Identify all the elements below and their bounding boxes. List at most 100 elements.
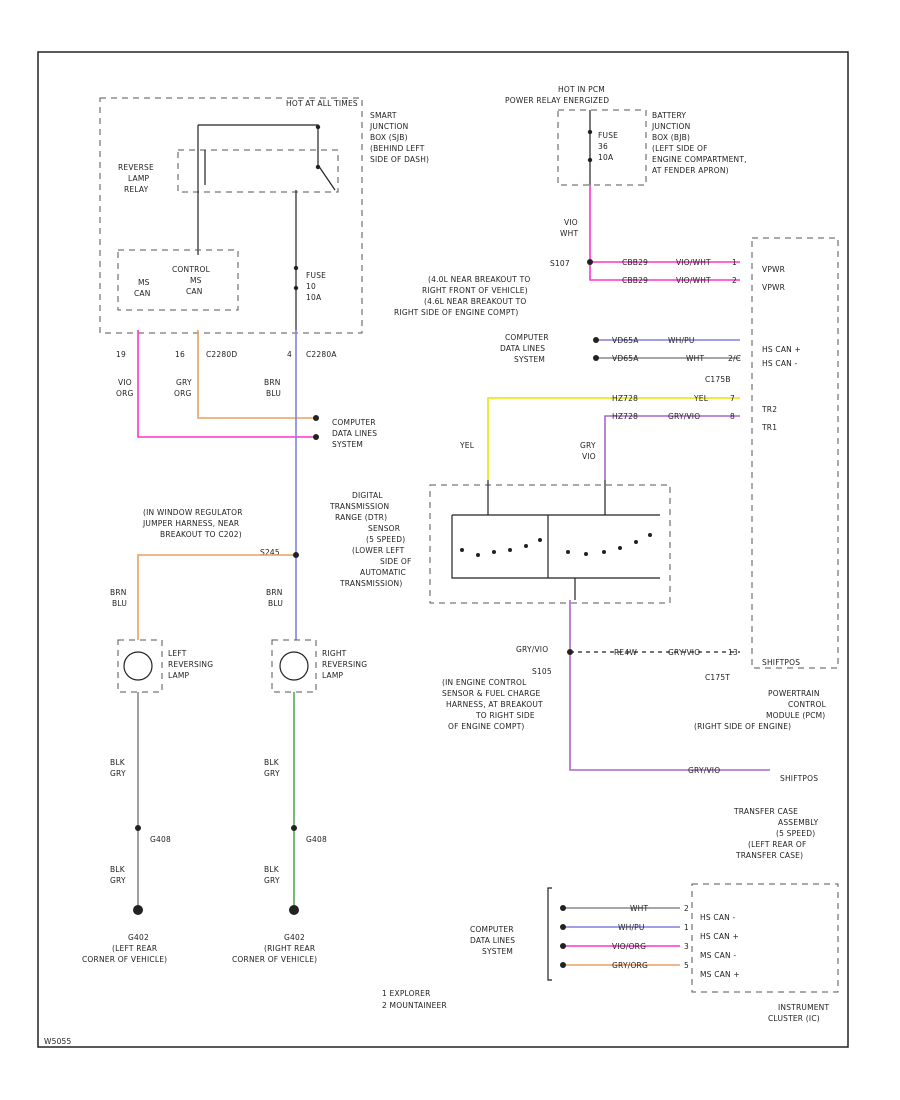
bjb-label: BATTERY JUNCTION BOX (BJB) (LEFT SIDE OF…: [651, 111, 749, 175]
pin-16: 16: [175, 350, 185, 359]
bjb-fuse-bottom-node: [587, 157, 593, 163]
relay-contact-node: [315, 164, 321, 170]
breakout-labels: (4.0L NEAR BREAKOUT TO RIGHT FRONT OF VE…: [394, 275, 533, 317]
dtr-sensor-label: DIGITAL TRANSMISSION RANGE (DTR) SENSOR …: [329, 491, 414, 588]
reverse-lamp-relay-outline: [177, 149, 339, 193]
connector-c2280d: C2280D: [206, 350, 237, 359]
vpwr-connector-2: CBB29: [622, 276, 648, 285]
data-line-terminal-1: [313, 415, 319, 421]
transfer-case-signal: SHIFTPOS: [780, 774, 818, 783]
right-lamp-housing: [271, 639, 317, 693]
reverse-lamp-relay-label: REVERSE LAMP RELAY: [118, 163, 157, 194]
ms-can-orange-wire: [197, 330, 316, 419]
left-reversing-lamp-label: LEFT REVERSING LAMP: [168, 649, 216, 680]
vio-wht-wire-label: VIO WHT: [560, 218, 580, 238]
ic-pin-3: 3: [684, 942, 689, 951]
ic-pin-1: 2: [684, 904, 689, 913]
tr1-color-h: GRY/VIO: [668, 412, 700, 421]
left-lamp-housing: [117, 639, 163, 693]
computer-data-lines-label-2: COMPUTER DATA LINES SYSTEM: [500, 333, 551, 364]
tr2-yellow-wire: [487, 397, 740, 480]
left-ground-g402-label: G402 (LEFT REAR CORNER OF VEHICLE): [82, 933, 167, 964]
diagram-frame: [37, 51, 849, 1048]
right-ground-g402-label: G402 (RIGHT REAR CORNER OF VEHICLE): [232, 933, 318, 964]
right-lamp-bulb-icon: [279, 651, 309, 681]
ic-signal-4: MS CAN +: [700, 970, 740, 979]
hs-can-connector-1: VD65A: [612, 336, 639, 345]
vpwr-wire-color-2: VIO/WHT: [676, 276, 711, 285]
hs-can-minus-terminal: [593, 355, 599, 361]
instrument-cluster-label: INSTRUMENT CLUSTER (IC): [768, 1003, 832, 1023]
ic-wire-color-3: VIO/ORG: [612, 942, 646, 951]
right-ground-point-icon: [289, 905, 299, 915]
splice-s245-label: S245: [260, 548, 280, 557]
tr1-wire-gry-vio: GRY VIO: [580, 441, 598, 461]
right-lamp-wire-brn-blu: BRN BLU: [266, 588, 285, 608]
connector-c2280a: C2280A: [306, 350, 337, 359]
ms-can-pink-wire: [137, 330, 316, 438]
battery-junction-box-outline: [557, 109, 647, 186]
sjb-module-outline: [117, 249, 239, 311]
ic-wire-color-1: WHT: [630, 904, 648, 913]
ic-signal-1: HS CAN -: [700, 913, 736, 922]
wire-color-vio-org: VIO ORG: [116, 378, 134, 398]
relay-contact-lines: [197, 124, 336, 255]
vpwr-pins: 1 2: [732, 258, 740, 285]
control-ms-can-label: CONTROL MS CAN: [172, 265, 213, 296]
tr2-wire-yel: YEL: [459, 441, 475, 450]
left-lamp-bulb-icon: [123, 651, 153, 681]
ic-pin-2: 1: [684, 923, 689, 932]
footnote-explorer: 1 EXPLORER: [382, 989, 431, 998]
left-g408-label: G408: [150, 835, 171, 844]
splice-s105-node: [567, 649, 573, 655]
pin-19: 19: [116, 350, 126, 359]
s105-splice-label: S105 (IN ENGINE CONTROL SENSOR & FUEL CH…: [442, 667, 554, 731]
tr1-purple-wire: [604, 415, 740, 480]
tr2-color-h: YEL: [693, 394, 709, 403]
shift-pos-wire-color: GRY/VIO: [516, 645, 548, 654]
sjb-fuse-label: FUSE 10 10A: [306, 271, 329, 302]
instrument-cluster-outline: [691, 883, 839, 993]
computer-data-lines-label-3: COMPUTER DATA LINES SYSTEM: [470, 925, 518, 956]
pcm-label: POWERTRAIN CONTROL MODULE (PCM) (RIGHT S…: [694, 689, 829, 731]
left-ground-wire-color-2: BLK GRY: [110, 865, 127, 885]
left-lamp-wire-brn-blu: BRN BLU: [110, 588, 129, 608]
left-ground-point-icon: [133, 905, 143, 915]
ic-signal-2: HS CAN +: [700, 932, 739, 941]
ic-pin-4: 5: [684, 961, 689, 970]
wire-color-brn-blu: BRN BLU: [264, 378, 283, 398]
vpwr-connector-1: CBB29: [622, 258, 648, 267]
sjb-label: SMART JUNCTION BOX (SJB) (BEHIND LEFT SI…: [369, 111, 429, 164]
right-ground-wire-color: BLK GRY: [264, 758, 281, 778]
pin-4: 4: [287, 350, 292, 359]
smart-junction-box-outline: [99, 97, 363, 334]
tr-connector-1: HZ728: [612, 394, 638, 403]
footnote-mountaineer: 2 MOUNTAINEER: [382, 1001, 447, 1010]
fuse-bottom-node: [293, 285, 299, 291]
splice-s107-label: S107: [550, 259, 570, 268]
connector-c175t: C175T: [705, 673, 730, 682]
ic-signal-3: MS CAN -: [700, 951, 736, 960]
hs-can-minus-color: WHT: [686, 354, 704, 363]
diagram-code: W5055: [44, 1037, 72, 1046]
bjb-fuse-top-node: [587, 129, 593, 135]
right-reversing-lamp-label: RIGHT REVERSING LAMP: [322, 649, 370, 680]
right-ground-wire-color-2: BLK GRY: [264, 865, 281, 885]
hs-can-pin: 2/C: [728, 354, 741, 363]
hs-can-signal-labels: HS CAN + HS CAN -: [762, 345, 804, 368]
shift-pos-signal: SHIFTPOS: [762, 658, 800, 667]
bjb-fuse-label: FUSE 36 10A: [598, 131, 621, 162]
left-lamp-feed-wire: [137, 554, 296, 640]
tr-connector-2: HZ728: [612, 412, 638, 421]
hot-at-all-times-label: HOT AT ALL TIMES: [286, 99, 358, 108]
right-ground-splice: [291, 825, 297, 831]
window-regulator-harness-label: (IN WINDOW REGULATOR JUMPER HARNESS, NEA…: [142, 508, 245, 539]
connector-c175b: C175B: [705, 375, 731, 384]
hs-can-plus-color: WH/PU: [668, 336, 695, 345]
transfer-case-label: TRANSFER CASE ASSEMBLY (5 SPEED) (LEFT R…: [733, 807, 821, 860]
hot-in-pcm-label: HOT IN PCM POWER RELAY ENERGIZED: [505, 85, 609, 105]
shift-pos-wire-color-h: GRY/VIO: [668, 648, 700, 657]
tr-pins: 7 8: [730, 394, 738, 421]
fuse-top-node: [293, 265, 299, 271]
